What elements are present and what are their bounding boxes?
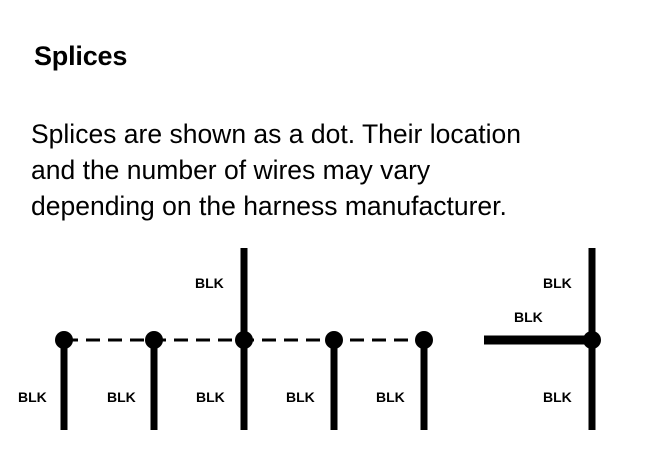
splice-dot	[235, 331, 253, 349]
t-splice-diagram: BLK BLK BLK	[484, 248, 601, 430]
wire-label: BLK	[376, 389, 405, 405]
splice-dot	[325, 331, 343, 349]
wire-label: BLK	[18, 389, 47, 405]
splice-dot	[55, 331, 73, 349]
splice-dot	[583, 331, 601, 349]
wire-label: BLK	[514, 309, 543, 325]
wire-label: BLK	[107, 389, 136, 405]
section-description: Splices are shown as a dot. Their locati…	[31, 116, 651, 224]
section-title: Splices	[34, 41, 128, 71]
splice-chain-diagram: BLK BLK BLK BLK BLK BLK	[18, 248, 433, 430]
description-line-1: Splices are shown as a dot. Their locati…	[31, 119, 522, 149]
wire-label: BLK	[196, 389, 225, 405]
description-line-3: depending on the harness manufacturer.	[31, 191, 507, 221]
wire-label: BLK	[543, 275, 572, 291]
wire-label: BLK	[286, 389, 315, 405]
description-line-2: and the number of wires may vary	[31, 155, 431, 185]
splice-dot	[145, 331, 163, 349]
wire-label: BLK	[195, 275, 224, 291]
splice-dot	[415, 331, 433, 349]
wire-label: BLK	[543, 389, 572, 405]
